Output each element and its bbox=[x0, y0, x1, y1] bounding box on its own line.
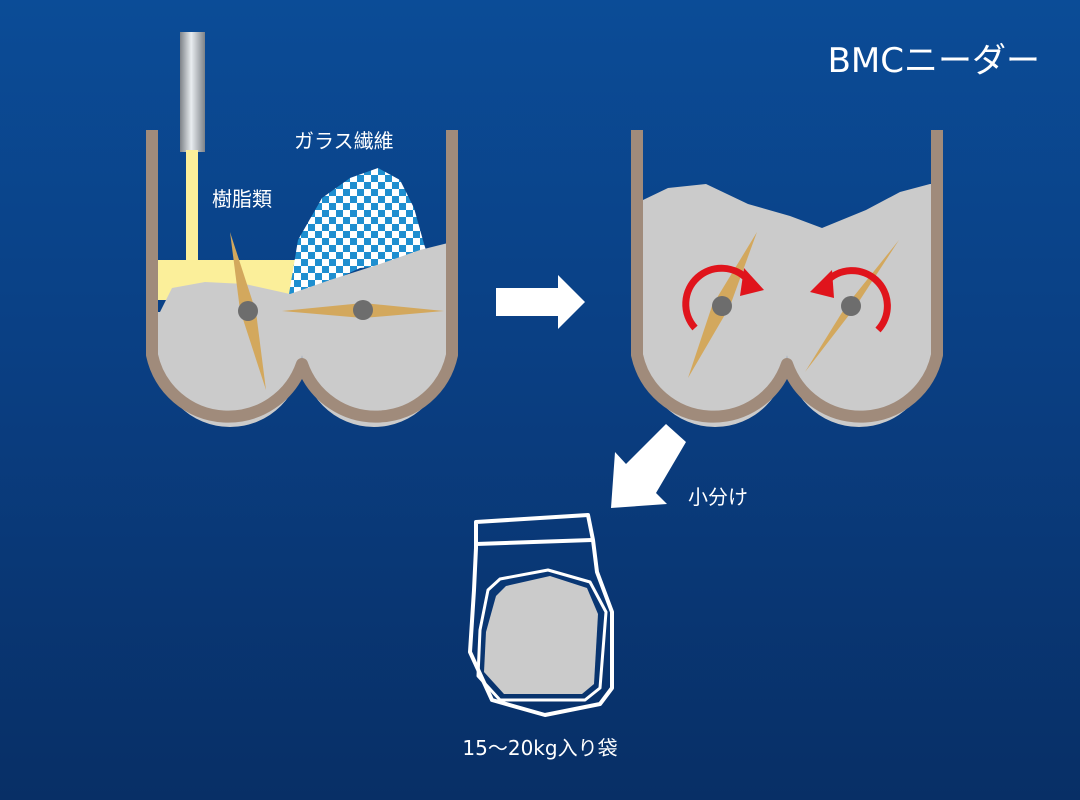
bag-label: 15〜20kg入り袋 bbox=[462, 736, 617, 760]
blade-hub-left-rotating bbox=[712, 296, 732, 316]
clockwise-arrow-icon bbox=[682, 264, 764, 331]
vessel-wall-right bbox=[631, 130, 943, 423]
glass-fiber-pile bbox=[288, 168, 430, 300]
kneader-mixing bbox=[631, 130, 943, 427]
mixed-material bbox=[643, 184, 931, 427]
blade-hub-left bbox=[238, 301, 258, 321]
bag-inner-edge bbox=[476, 568, 608, 702]
subdivide-label: 小分け bbox=[688, 485, 748, 509]
process-arrow-right bbox=[496, 275, 585, 329]
diagram-title: BMCニーダー bbox=[828, 41, 1040, 81]
product-bag bbox=[468, 513, 614, 717]
feed-pipe bbox=[180, 32, 205, 152]
vessel-wall-left bbox=[146, 130, 458, 423]
bag-seal-line bbox=[475, 538, 593, 546]
blade-hub-right-rotating bbox=[841, 296, 861, 316]
resin-label: 樹脂類 bbox=[212, 187, 272, 211]
kneader-before-mixing bbox=[146, 32, 458, 427]
blade-hub-right bbox=[353, 300, 373, 320]
bag-material bbox=[484, 576, 598, 694]
resin-stream bbox=[186, 150, 198, 262]
counterclockwise-arrow-icon bbox=[810, 267, 891, 333]
bag-outline bbox=[468, 513, 614, 717]
material-mass bbox=[158, 240, 446, 427]
subdivide-arrow bbox=[611, 424, 686, 508]
glass-fiber-label: ガラス繊維 bbox=[294, 129, 394, 153]
